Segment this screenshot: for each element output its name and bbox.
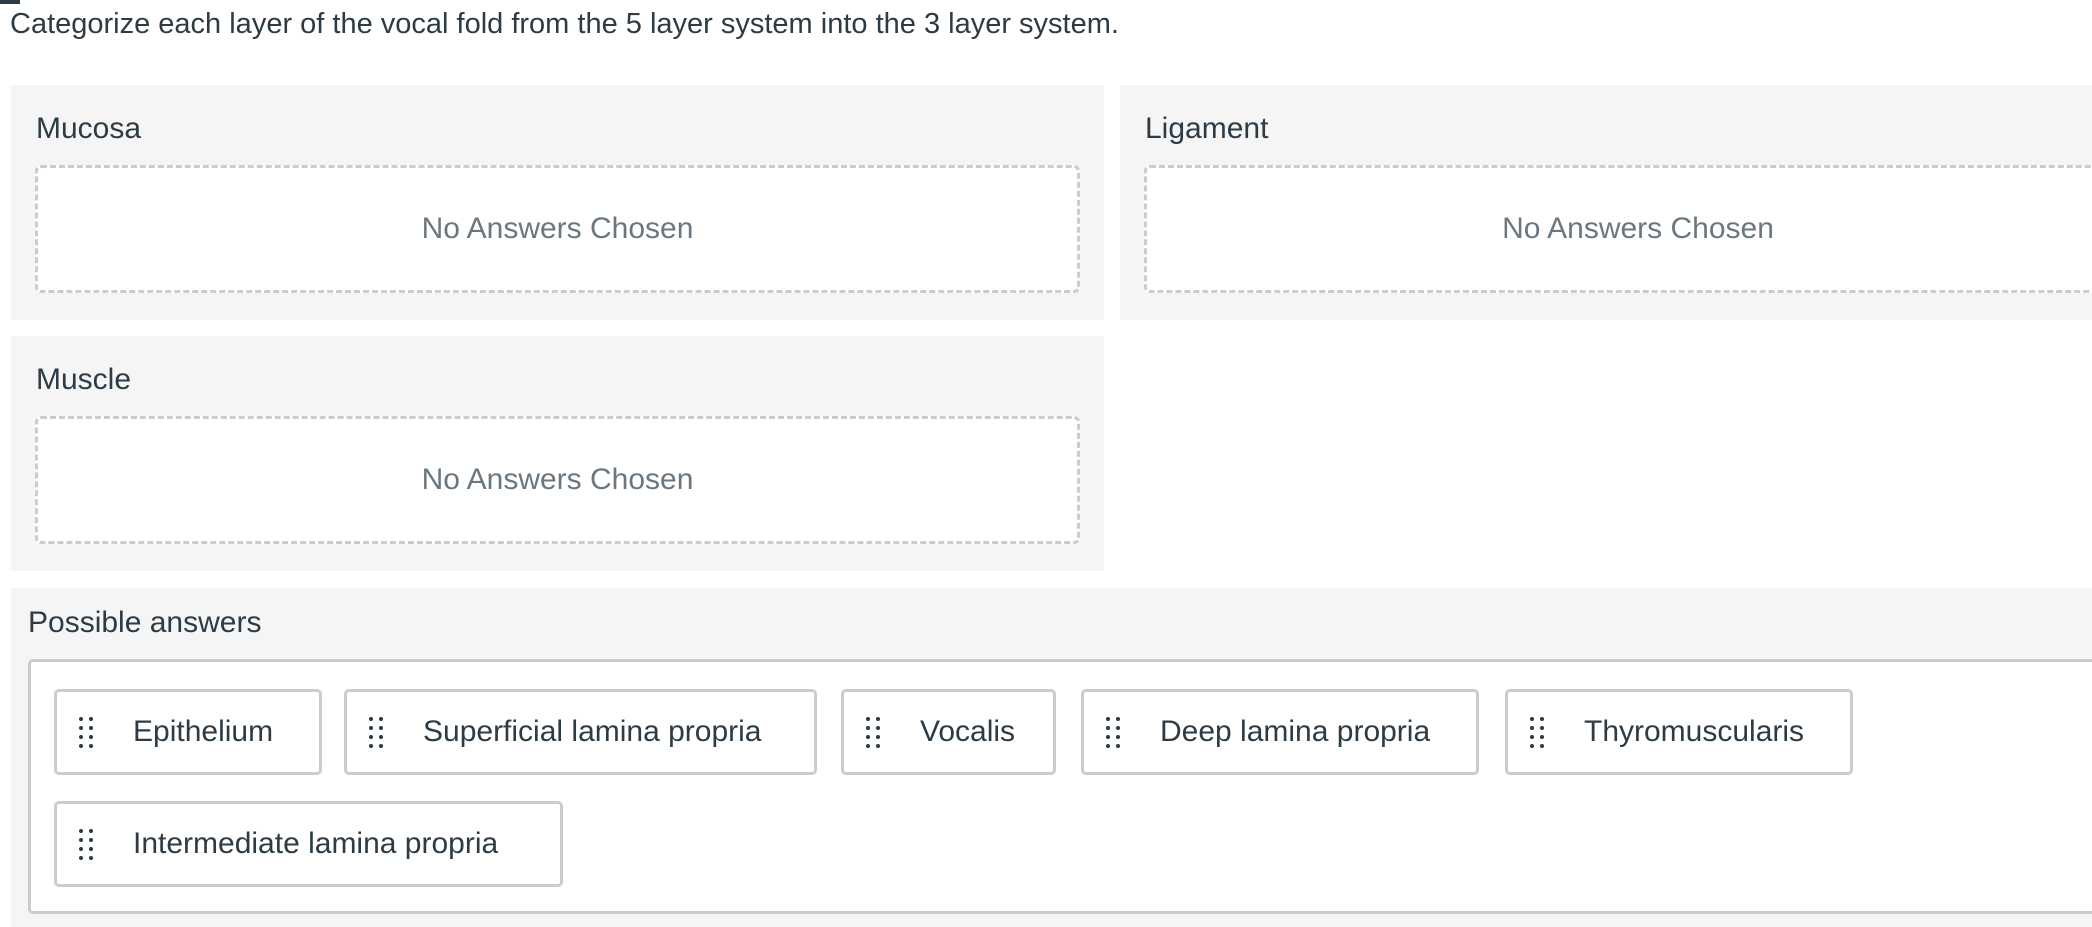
answer-label: Superficial lamina propria: [423, 715, 762, 748]
drag-handle-icon[interactable]: [1106, 716, 1124, 748]
category-title: Ligament: [1145, 112, 1269, 145]
drag-handle-icon[interactable]: [369, 716, 387, 748]
drag-handle-icon[interactable]: [79, 716, 97, 748]
muscle-drop-zone[interactable]: No Answers Chosen: [35, 416, 1080, 544]
answer-chip-vocalis[interactable]: Vocalis: [841, 689, 1056, 775]
category-mucosa: Mucosa No Answers Chosen: [11, 85, 1104, 320]
answer-chip-deep-lamina-propria[interactable]: Deep lamina propria: [1081, 689, 1479, 775]
possible-answers-panel: Possible answers Epithelium Superficial …: [11, 588, 2092, 927]
drag-handle-icon[interactable]: [79, 828, 97, 860]
corner-marker: [0, 0, 20, 4]
empty-placeholder: No Answers Chosen: [421, 212, 694, 245]
answer-label: Vocalis: [920, 715, 1016, 748]
answer-label: Epithelium: [133, 715, 274, 748]
category-title: Mucosa: [36, 112, 142, 145]
possible-answers-title: Possible answers: [28, 606, 262, 639]
mucosa-drop-zone[interactable]: No Answers Chosen: [35, 165, 1080, 293]
answer-label: Deep lamina propria: [1160, 715, 1431, 748]
answer-chip-epithelium[interactable]: Epithelium: [54, 689, 322, 775]
answer-chip-superficial-lamina-propria[interactable]: Superficial lamina propria: [344, 689, 817, 775]
answer-chip-intermediate-lamina-propria[interactable]: Intermediate lamina propria: [54, 801, 563, 887]
question-prompt: Categorize each layer of the vocal fold …: [10, 8, 1119, 40]
answer-chip-thyromuscularis[interactable]: Thyromuscularis: [1505, 689, 1853, 775]
drag-handle-icon[interactable]: [1530, 716, 1548, 748]
answer-label: Thyromuscularis: [1584, 715, 1805, 748]
empty-placeholder: No Answers Chosen: [421, 463, 694, 496]
empty-placeholder: No Answers Chosen: [1502, 212, 1774, 245]
answer-label: Intermediate lamina propria: [133, 827, 499, 860]
category-title: Muscle: [36, 363, 132, 396]
answer-pool[interactable]: Epithelium Superficial lamina propria Vo…: [28, 659, 2092, 914]
category-muscle: Muscle No Answers Chosen: [11, 336, 1104, 571]
ligament-drop-zone[interactable]: No Answers Chosen: [1144, 165, 2092, 293]
category-ligament: Ligament No Answers Chosen: [1120, 85, 2092, 320]
drag-handle-icon[interactable]: [866, 716, 884, 748]
